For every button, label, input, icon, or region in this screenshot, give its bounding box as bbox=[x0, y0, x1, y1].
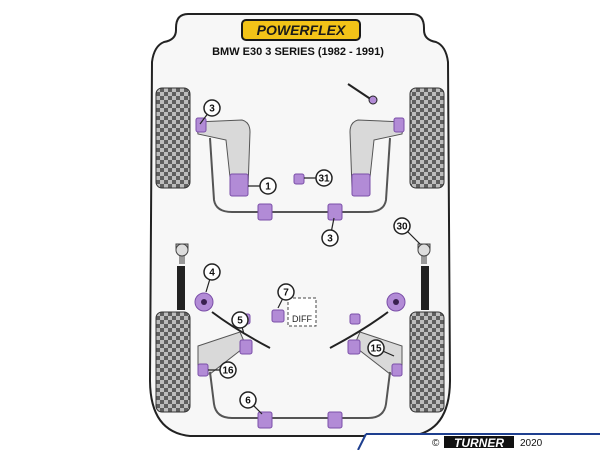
callout-3: 31 bbox=[304, 169, 333, 187]
wheel-rear-right bbox=[409, 311, 445, 413]
callout-circle bbox=[321, 229, 339, 247]
callout-number: 15 bbox=[370, 344, 382, 355]
callout-circle bbox=[203, 263, 221, 281]
callout-circle bbox=[393, 217, 411, 235]
diff-label: DIFF bbox=[292, 314, 312, 324]
bushing-rear-arb-right bbox=[327, 411, 343, 429]
callout-4: 3 bbox=[321, 217, 339, 247]
wheel-front-left bbox=[155, 87, 191, 189]
top-mount-left bbox=[175, 243, 189, 257]
callout-circle bbox=[231, 311, 249, 329]
callout-circle bbox=[277, 283, 295, 301]
footer-year: 2020 bbox=[520, 438, 543, 449]
bushing-rear-arm-left bbox=[239, 339, 253, 355]
callout-number: 7 bbox=[283, 288, 289, 299]
callout-number: 30 bbox=[396, 222, 408, 233]
callout-circle bbox=[259, 177, 277, 195]
bushing-front-arm-rear-left bbox=[229, 173, 249, 197]
brand-name: POWERFLEX bbox=[257, 22, 347, 38]
steering-mount bbox=[368, 95, 378, 105]
bushing-rear-arb-left bbox=[257, 411, 273, 429]
callout-circle bbox=[367, 339, 385, 357]
bushing-front-arm-rear-right bbox=[351, 173, 371, 197]
callout-number: 1 bbox=[265, 182, 271, 193]
wheel-rear-left bbox=[155, 311, 191, 413]
callout-6: 4 bbox=[203, 263, 221, 293]
bushing-rear-arm-right bbox=[347, 339, 361, 355]
callout-10: 16 bbox=[208, 361, 237, 379]
bushing-trailing-arm-left-core bbox=[201, 299, 207, 305]
callout-11: 6 bbox=[239, 391, 263, 415]
callout-5: 30 bbox=[393, 217, 421, 245]
bushing-rear-subframe-left bbox=[197, 363, 209, 377]
footer-bar: © TURNER 2020 bbox=[357, 433, 600, 450]
wheel-front-right bbox=[409, 87, 445, 189]
callout-circle bbox=[219, 361, 237, 379]
callout-2: 1 bbox=[248, 177, 277, 195]
bushing-rear-subframe-right bbox=[391, 363, 403, 377]
callout-circle bbox=[203, 99, 221, 117]
diagram-subtitle: BMW E30 3 SERIES (1982 - 1991) bbox=[212, 46, 384, 58]
turner-logo bbox=[444, 436, 514, 448]
rear-anti-roll-bar bbox=[209, 371, 391, 419]
front-anti-roll-bar bbox=[209, 137, 391, 213]
bushing-diff-mount bbox=[271, 309, 285, 323]
callout-circle bbox=[239, 391, 257, 409]
callout-number: 3 bbox=[209, 104, 215, 115]
callout-9: 15 bbox=[367, 339, 395, 357]
top-mount-right bbox=[417, 243, 431, 257]
bushing-front-arb-left bbox=[257, 203, 273, 221]
callout-number: 3 bbox=[327, 234, 333, 245]
callout-number: 6 bbox=[245, 396, 251, 407]
powerflex-logo: POWERFLEX bbox=[241, 19, 361, 41]
callout-number: 31 bbox=[318, 174, 330, 185]
callout-number: 16 bbox=[222, 366, 234, 377]
bushing-rear-arm-upper-right bbox=[349, 313, 361, 325]
bushing-part-31 bbox=[293, 173, 305, 185]
bushing-trailing-arm-right-core bbox=[393, 299, 399, 305]
callout-8: 5 bbox=[231, 311, 249, 335]
bushing-front-arb-right bbox=[327, 203, 343, 221]
bushing-front-arm-front-right bbox=[393, 117, 405, 133]
diff-mount-outline bbox=[287, 297, 317, 327]
copyright-symbol: © bbox=[432, 438, 440, 449]
callout-number: 5 bbox=[237, 316, 243, 327]
rear-subframe-left bbox=[211, 311, 271, 349]
rear-subframe-right bbox=[329, 311, 389, 349]
callout-1: 3 bbox=[199, 99, 221, 125]
callout-number: 4 bbox=[209, 268, 215, 279]
turner-logo-text: TURNER bbox=[454, 436, 504, 450]
callout-7: 7 bbox=[277, 283, 295, 309]
steering-link bbox=[347, 83, 373, 101]
callout-circle bbox=[315, 169, 333, 187]
bushing-front-arm-front-left bbox=[195, 117, 207, 133]
